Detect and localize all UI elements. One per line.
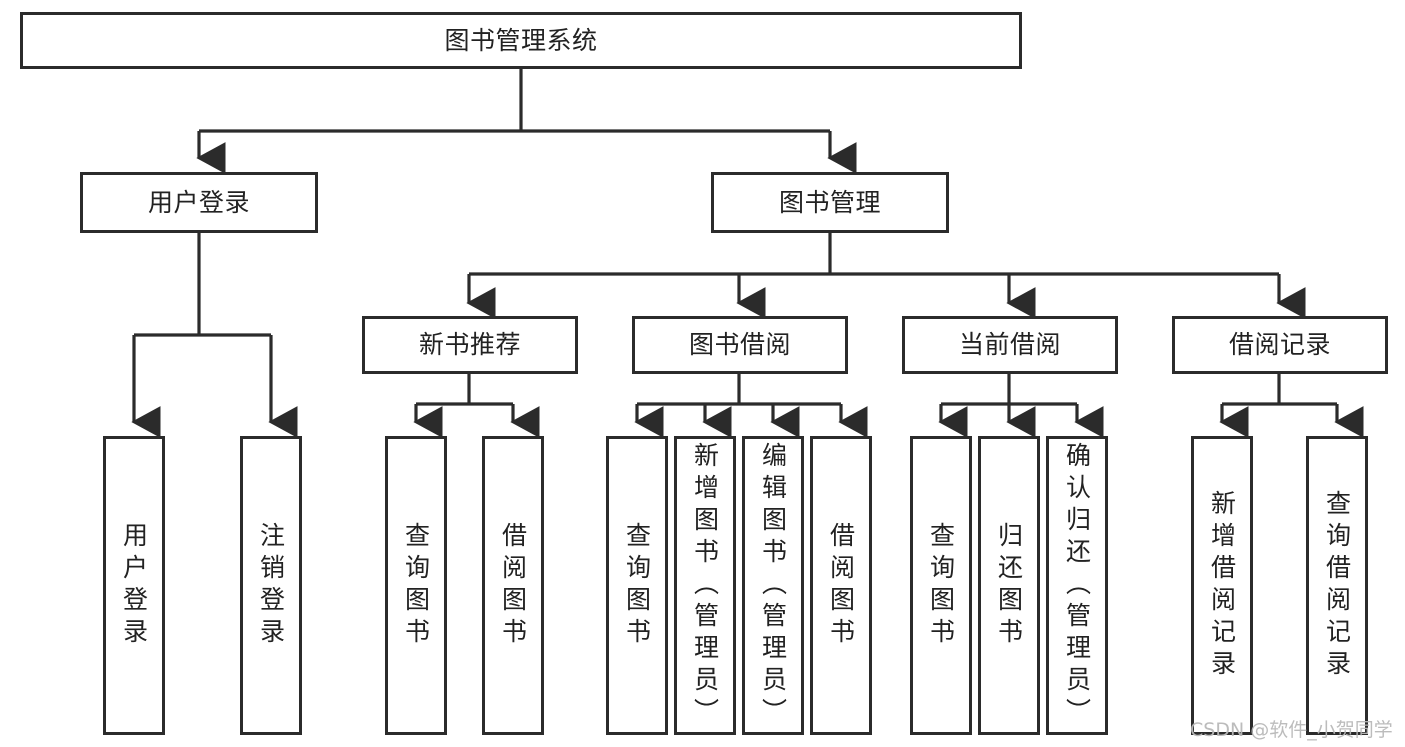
node-book-management-label: 图书管理 [778,187,881,217]
node-new-book-recommend[interactable]: 新书推荐 [362,316,578,374]
leaf-borrow-edit-book-admin-label: 编辑图书（管理员） [758,441,788,730]
leaf-user-login-do[interactable]: 用户登录 [103,436,165,735]
leaf-inner: 查询图书 [609,439,665,732]
node-current-borrow[interactable]: 当前借阅 [902,316,1118,374]
leaf-user-logout[interactable]: 注销登录 [240,436,302,735]
leaf-record-add[interactable]: 新增借阅记录 [1191,436,1253,735]
leaf-borrow-query-book-label: 查询图书 [622,521,652,650]
leaf-borrow-borrow-book-label: 借阅图书 [826,521,856,650]
leaf-record-query-label: 查询借阅记录 [1322,489,1352,682]
leaf-current-return-book[interactable]: 归还图书 [978,436,1040,735]
node-book-borrow-label: 图书借阅 [688,330,791,360]
leaf-inner: 归还图书 [981,439,1037,732]
leaf-inner: 用户登录 [106,439,162,732]
leaf-record-add-label: 新增借阅记录 [1207,489,1237,682]
leaf-record-query[interactable]: 查询借阅记录 [1306,436,1368,735]
node-root-system[interactable]: 图书管理系统 [20,12,1022,69]
leaf-inner: 借阅图书 [485,439,541,732]
leaf-inner: 确认归还（管理员） [1049,439,1105,732]
node-current-borrow-label: 当前借阅 [958,330,1061,360]
leaf-inner: 编辑图书（管理员） [745,439,801,732]
leaf-inner: 新增图书（管理员） [677,439,733,732]
leaf-inner: 查询借阅记录 [1309,439,1365,732]
leaf-inner: 查询图书 [388,439,444,732]
node-borrow-record-label: 借阅记录 [1228,330,1331,360]
leaf-inner: 借阅图书 [813,439,869,732]
leaf-current-return-book-label: 归还图书 [994,521,1024,650]
node-book-management[interactable]: 图书管理 [711,172,949,233]
leaf-current-query-book-label: 查询图书 [926,521,956,650]
leaf-recommend-query-book[interactable]: 查询图书 [385,436,447,735]
node-book-borrow[interactable]: 图书借阅 [632,316,848,374]
leaf-current-confirm-return-admin[interactable]: 确认归还（管理员） [1046,436,1108,735]
node-new-book-recommend-label: 新书推荐 [418,330,521,360]
leaf-recommend-borrow-book-label: 借阅图书 [498,521,528,650]
leaf-borrow-add-book-admin[interactable]: 新增图书（管理员） [674,436,736,735]
leaf-inner: 注销登录 [243,439,299,732]
leaf-inner: 查询图书 [913,439,969,732]
leaf-borrow-query-book[interactable]: 查询图书 [606,436,668,735]
leaf-recommend-borrow-book[interactable]: 借阅图书 [482,436,544,735]
leaf-inner: 新增借阅记录 [1194,439,1250,732]
leaf-user-logout-label: 注销登录 [256,521,286,650]
leaf-current-query-book[interactable]: 查询图书 [910,436,972,735]
node-root-label: 图书管理系统 [444,25,598,55]
leaf-borrow-edit-book-admin[interactable]: 编辑图书（管理员） [742,436,804,735]
node-user-login[interactable]: 用户登录 [80,172,318,233]
leaf-borrow-add-book-admin-label: 新增图书（管理员） [690,441,720,730]
leaf-user-login-do-label: 用户登录 [119,521,149,650]
leaf-borrow-borrow-book[interactable]: 借阅图书 [810,436,872,735]
node-borrow-record[interactable]: 借阅记录 [1172,316,1388,374]
leaf-current-confirm-return-admin-label: 确认归还（管理员） [1062,441,1092,730]
leaf-recommend-query-book-label: 查询图书 [401,521,431,650]
node-user-login-label: 用户登录 [147,187,250,217]
